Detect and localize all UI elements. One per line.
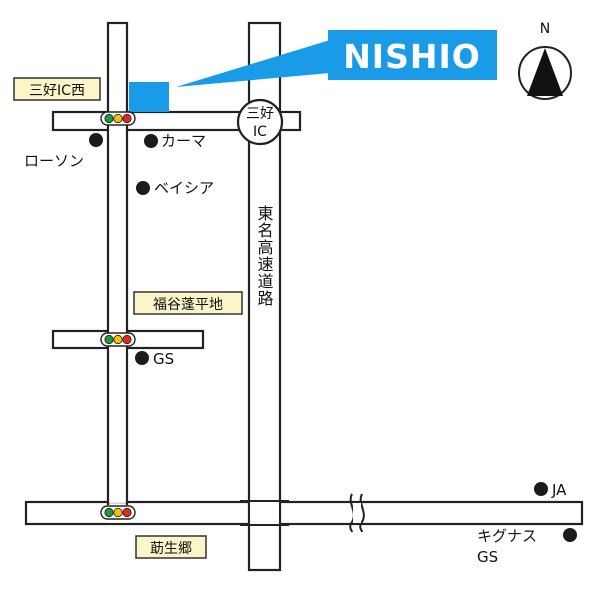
expressway-name: 東名高速道路 bbox=[255, 205, 274, 307]
intersection-tag-bottom: 莇生郷 bbox=[135, 535, 207, 559]
interchange-label-line2: IC bbox=[253, 124, 267, 140]
landmark-gs-middle-marker bbox=[135, 351, 149, 365]
intersection-name-top: 三好IC西 bbox=[29, 83, 85, 99]
interchange-label-line1: 三好 bbox=[246, 106, 274, 122]
north-compass-icon: N bbox=[518, 21, 572, 100]
intersection-tag-top: 三好IC西 bbox=[13, 77, 101, 101]
compass-north-label: N bbox=[540, 21, 550, 37]
traffic-signal-top-icon bbox=[100, 111, 136, 126]
intersection-name-middle: 福谷蓬平地 bbox=[153, 297, 223, 313]
landmark-karma-label: カーマ bbox=[161, 132, 206, 150]
landmark-ja-label: JA bbox=[551, 481, 567, 499]
landmark-kiguna-label-line1: キグナス bbox=[477, 527, 537, 545]
landmark-kiguna-marker bbox=[563, 528, 577, 542]
landmark-ja-marker bbox=[534, 482, 548, 496]
company-logo-text: NISHIO bbox=[343, 37, 481, 76]
landmark-beisia-label: ベイシア bbox=[154, 179, 214, 197]
landmark-karma-marker bbox=[144, 134, 158, 148]
landmark-lawson-marker bbox=[89, 133, 103, 147]
intersection-name-bottom: 莇生郷 bbox=[150, 541, 192, 557]
company-logo: NISHIO bbox=[328, 30, 497, 80]
road-local-vertical bbox=[106, 21, 129, 506]
landmark-kiguna-label-line2: GS bbox=[477, 548, 498, 566]
traffic-signal-middle-icon bbox=[100, 332, 136, 347]
callout-pointer bbox=[176, 40, 330, 87]
landmark-gs-middle-label: GS bbox=[153, 350, 174, 368]
interchange-miyoshi: 三好 IC bbox=[236, 98, 284, 146]
traffic-signal-bottom-icon bbox=[100, 505, 136, 520]
landmark-lawson-label: ローソン bbox=[24, 152, 84, 170]
landmark-beisia-marker bbox=[136, 181, 150, 195]
intersection-tag-middle: 福谷蓬平地 bbox=[133, 291, 243, 315]
road-bottom-main bbox=[24, 493, 584, 533]
company-location-marker bbox=[129, 82, 169, 112]
